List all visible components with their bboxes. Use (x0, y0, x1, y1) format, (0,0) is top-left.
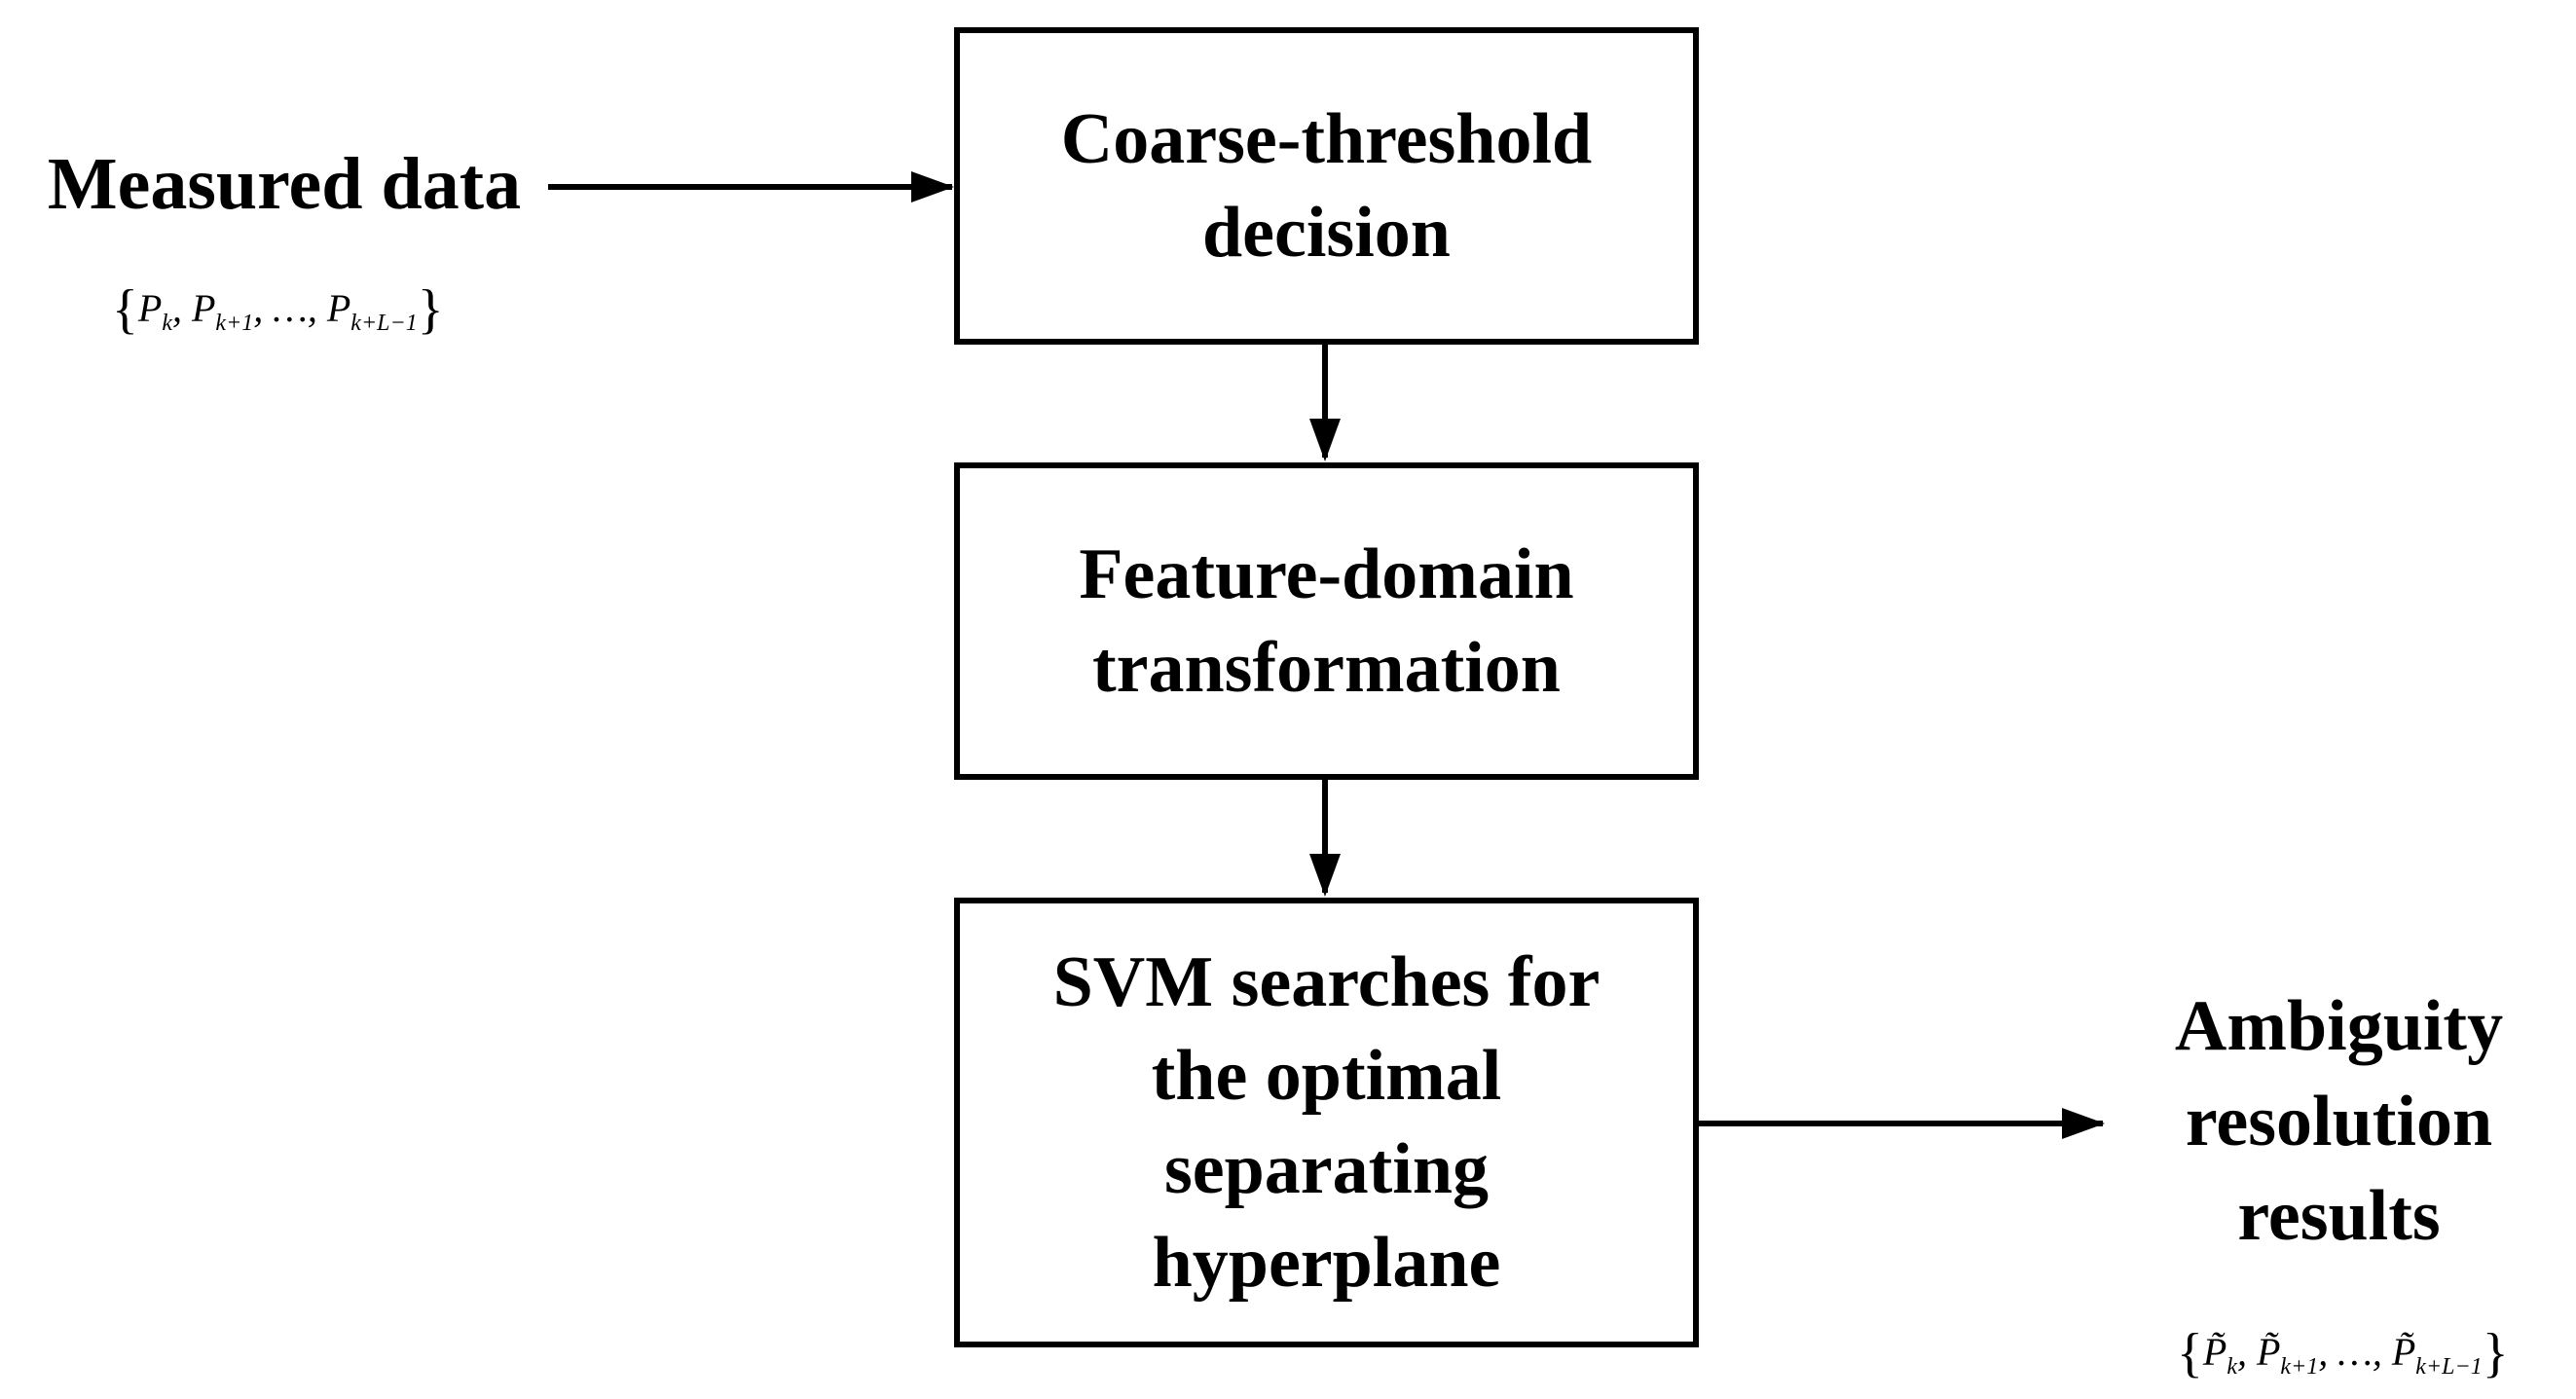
step-3-line-1: SVM searches for (1052, 941, 1601, 1022)
input-set-open: { (112, 279, 138, 340)
output-ellipsis: … (2337, 1330, 2373, 1374)
output-term-1: P̃ (2202, 1330, 2227, 1374)
output-term-2: P̃ (2256, 1330, 2281, 1374)
input-ellipsis: … (273, 286, 308, 330)
step-3-line-4: hyperplane (1152, 1223, 1501, 1304)
output-line-2: resolution (2185, 1081, 2493, 1161)
step-feature-domain-transformation: Feature-domain transformation (954, 462, 1699, 780)
input-set-close: } (417, 279, 444, 340)
output-label: Ambiguity resolution results (2113, 979, 2565, 1265)
step-2-line-2: transformation (1092, 628, 1561, 708)
input-set-notation: {Pk, Pk+1, …, Pk+L−1} (112, 279, 444, 340)
input-term-2: P (191, 286, 216, 330)
step-coarse-threshold-decision: Coarse-threshold decision (954, 27, 1699, 345)
step-3-line-2: the optimal (1151, 1035, 1502, 1116)
output-term-3-sub: k+L−1 (2415, 1354, 2483, 1380)
input-term-3-sub: k+L−1 (350, 311, 418, 336)
arrowhead-feature (1309, 419, 1341, 461)
output-term-3: P̃ (2391, 1330, 2416, 1374)
output-line-3: results (2237, 1176, 2441, 1257)
input-term-1: P (137, 286, 163, 330)
step-3-line-3: separating (1164, 1129, 1489, 1209)
output-term-2-sub: k+1 (2280, 1354, 2319, 1380)
step-svm-hyperplane-search: SVM searches for the optimal separating … (954, 898, 1699, 1347)
input-label: Measured data (47, 143, 522, 225)
step-1-line-1: Coarse-threshold (1060, 98, 1593, 179)
step-2-line-1: Feature-domain (1079, 534, 1574, 614)
input-term-2-sub: k+1 (215, 311, 254, 336)
output-set-notation: {P̃k, P̃k+1, …, P̃k+L−1} (2177, 1323, 2509, 1383)
output-set-close: } (2482, 1323, 2509, 1383)
output-set-open: { (2177, 1323, 2203, 1383)
arrowhead-output (2062, 1108, 2105, 1139)
output-line-1: Ambiguity (2174, 986, 2504, 1066)
input-term-3: P (326, 286, 351, 330)
input-term-1-sub: k (162, 311, 172, 336)
output-term-1-sub: k (2226, 1354, 2237, 1380)
arrowhead-input (911, 171, 954, 202)
step-1-line-2: decision (1202, 193, 1451, 273)
arrowhead-svm (1309, 854, 1341, 897)
